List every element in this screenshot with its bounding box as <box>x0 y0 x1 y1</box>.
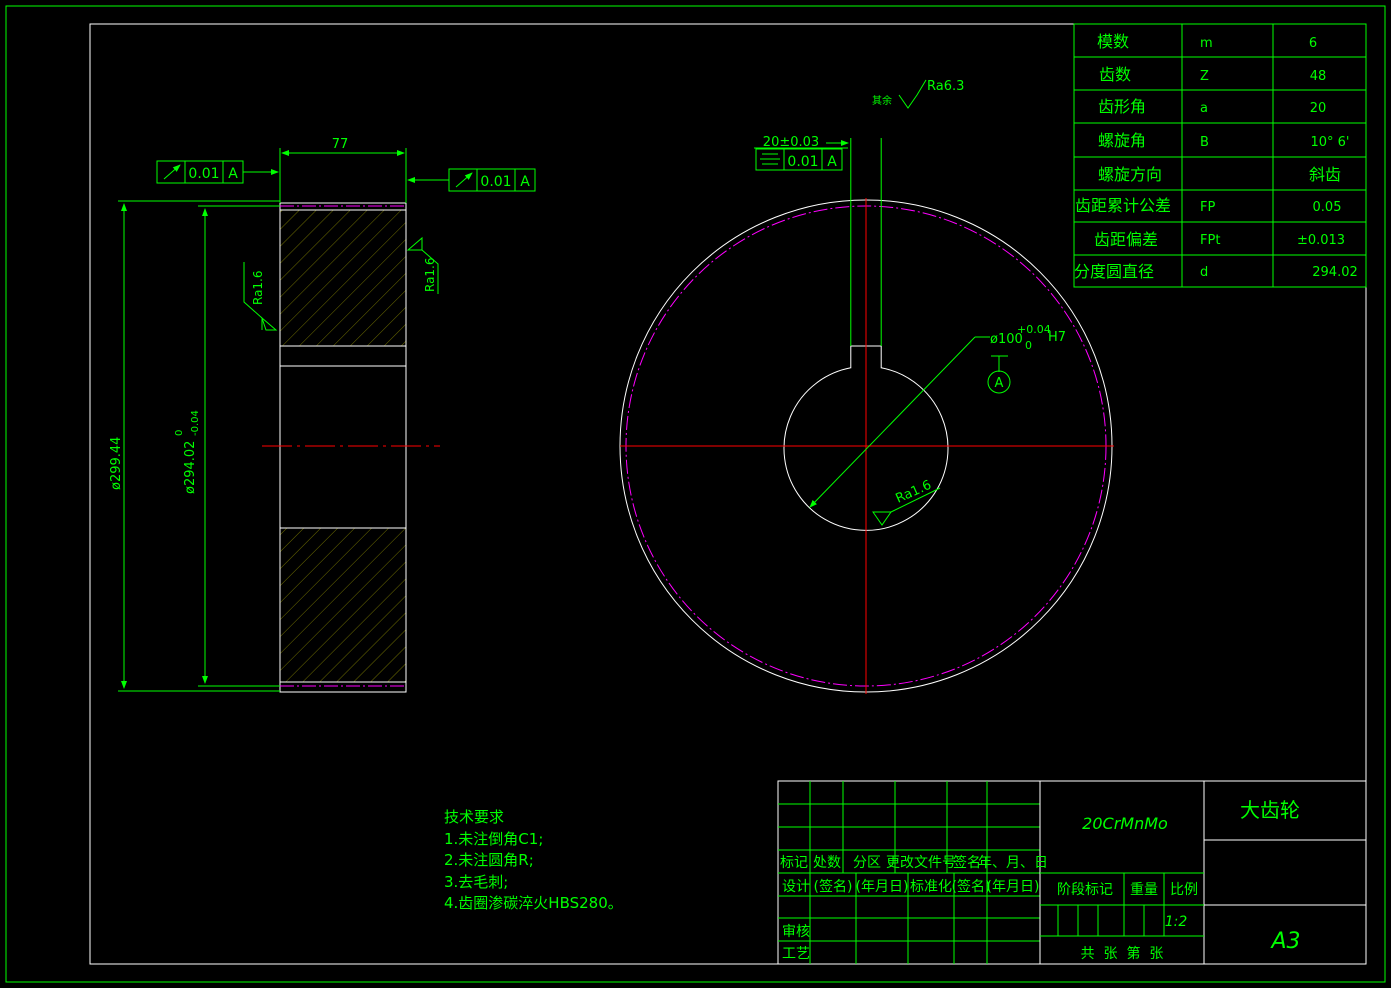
param-symbol-module: m <box>1200 36 1213 51</box>
param-value-module: 6 <box>1309 36 1317 51</box>
param-name-helix-direction: 螺旋方向 <box>1098 165 1162 184</box>
bore-tol-upper: +0.04 <box>1017 323 1051 336</box>
outer-diameter-dim: ø299.44 <box>109 437 124 490</box>
roughness-right: Ra1.6 <box>423 257 437 292</box>
tech-req-item: 4.齿圈渗碳淬火HBS280。 <box>444 894 623 912</box>
rest-roughness: Ra6.3 <box>927 79 964 94</box>
param-value-cumulative-pitch: 0.05 <box>1313 200 1342 215</box>
label-change-doc: 更改文件号 <box>886 855 956 871</box>
runout-value-left: 0.01 <box>188 166 219 182</box>
label-signature: 签名 <box>953 854 981 871</box>
label-count: 处数 <box>813 855 841 871</box>
param-name-helix-angle: 螺旋角 <box>1098 131 1146 150</box>
datum-circle <box>987 370 1011 394</box>
param-value-pitch-deviation: ±0.013 <box>1297 233 1345 248</box>
keyway-dimension: 20±0.03 <box>763 135 819 150</box>
symmetry-value: 0.01 <box>787 154 818 170</box>
param-name-teeth: 齿数 <box>1099 65 1131 84</box>
technical-requirements: 技术要求 1.未注倒角C1; 2.未注圆角R; 3.去毛刺; 4.齿圈渗碳淬火H… <box>444 808 623 912</box>
width-dimension: 77 <box>332 137 349 152</box>
label-process: 工艺 <box>782 946 810 962</box>
roughness-left: Ra1.6 <box>251 270 265 305</box>
param-name-cumulative-pitch: 齿距累计公差 <box>1075 196 1171 215</box>
runout-icon <box>163 164 181 180</box>
design-date: (年月日) <box>856 879 909 895</box>
label-standardization: 标准化 <box>910 879 952 895</box>
param-name-pitch-deviation: 齿距偏差 <box>1094 230 1158 249</box>
rest-label: 其余 <box>872 94 892 107</box>
param-name-pitch-diameter: 分度圆直径 <box>1074 262 1154 281</box>
label-design: 设计 <box>782 879 810 895</box>
bore-tol-lower: 0 <box>1025 339 1032 352</box>
symmetry-datum: A <box>827 154 837 170</box>
param-name-module: 模数 <box>1097 32 1129 51</box>
front-view: 20±0.03 0.01 A 其余 Ra6.3 ø100 +0.04 0 H7 … <box>619 79 1114 694</box>
bore-fit: H7 <box>1048 330 1066 345</box>
symmetry-icon <box>760 153 780 165</box>
tech-req-item: 1.未注倒角C1; <box>444 830 543 848</box>
material: 20CrMnMo <box>1082 814 1168 833</box>
label-scale: 比例 <box>1170 882 1198 898</box>
label-date: 年、月、日 <box>978 855 1048 871</box>
param-symbol-pitch-diameter: d <box>1200 265 1208 280</box>
param-value-pitch-diameter: 294.02 <box>1312 265 1358 280</box>
outer-border <box>5 5 1386 983</box>
bore-with-keyway <box>783 345 949 531</box>
label-stage: 阶段标记 <box>1057 882 1113 898</box>
std-signature: (签名) <box>952 878 991 895</box>
side-view: 77 0.01 A 0.01 A ø299.44 ø294.02 0 -0.04… <box>109 137 536 693</box>
runout-icon <box>455 172 473 188</box>
param-symbol-pressure-angle: a <box>1200 101 1208 116</box>
bore-diameter: ø100 <box>990 332 1023 347</box>
param-symbol-cumulative-pitch: FP <box>1200 200 1215 215</box>
label-review: 审核 <box>782 924 810 940</box>
datum-label: A <box>995 376 1004 391</box>
pitch-tol-lower: -0.04 <box>190 410 201 436</box>
tech-req-item: 3.去毛刺; <box>444 873 508 891</box>
gear-section-outline <box>279 202 407 693</box>
tech-req-item: 2.未注圆角R; <box>444 851 534 869</box>
scale-value: 1:2 <box>1165 914 1188 930</box>
param-symbol-pitch-deviation: FPt <box>1200 233 1220 248</box>
label-zone: 分区 <box>853 855 881 871</box>
design-signature: (签名) <box>814 878 853 895</box>
param-value-helix-angle: 10° 6' <box>1310 135 1349 150</box>
runout-datum-right: A <box>520 174 530 190</box>
param-value-teeth: 48 <box>1310 69 1327 84</box>
inner-border <box>89 23 1367 965</box>
param-symbol-helix-angle: B <box>1200 135 1209 150</box>
param-name-pressure-angle: 齿形角 <box>1098 97 1146 116</box>
param-value-helix-direction: 斜齿 <box>1309 165 1341 184</box>
tech-req-title: 技术要求 <box>444 808 504 826</box>
std-date: (年月日) <box>987 879 1040 895</box>
title-block: 标记 处数 分区 更改文件号 签名 年、月、日 设计 (签名) (年月日) 标准… <box>777 780 1367 965</box>
roughness-symbol-icon <box>898 79 927 109</box>
param-value-pressure-angle: 20 <box>1310 101 1327 116</box>
param-symbol-teeth: Z <box>1200 69 1209 84</box>
roughness-symbol-icon <box>872 511 892 526</box>
symmetry-frame <box>755 148 843 171</box>
part-name: 大齿轮 <box>1240 798 1300 822</box>
runout-datum-left: A <box>228 166 238 182</box>
label-mark: 标记 <box>780 855 808 871</box>
pitch-diameter-dim: ø294.02 <box>183 441 198 494</box>
runout-value-right: 0.01 <box>480 174 511 190</box>
pitch-tol-upper: 0 <box>174 430 185 436</box>
sheet-size: A3 <box>1269 929 1300 954</box>
label-weight: 重量 <box>1130 882 1158 898</box>
sheet-count: 共 张 第 张 <box>1081 945 1164 962</box>
gear-parameter-table: 模数 m 6 齿数 Z 48 齿形角 a 20 螺旋角 B 10° 6' 螺旋方… <box>1073 23 1367 288</box>
